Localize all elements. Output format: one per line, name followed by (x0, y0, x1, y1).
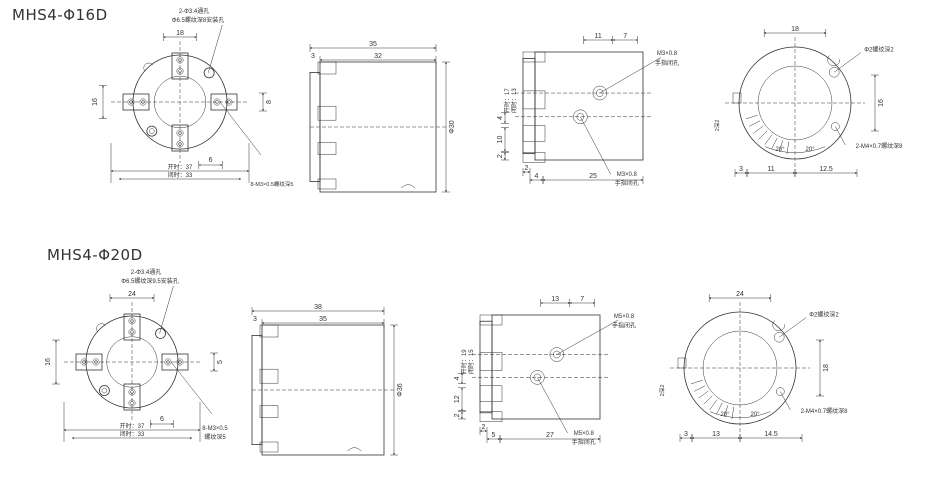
dimension-label: 32 (374, 53, 382, 60)
dimension-label: 10 (497, 135, 504, 143)
dimension-label: 13 (551, 296, 559, 303)
dimension-label: 2 (454, 413, 461, 417)
thread-note: M3×0.8 (617, 172, 638, 178)
dimension-label: 6 (209, 157, 213, 164)
dimension-label: 3 (253, 316, 257, 323)
dimension-label: 2 (482, 424, 486, 431)
dimension-label: Φ36 (397, 383, 404, 396)
stroke-open-label: 开时：37 (168, 163, 193, 171)
dimension-label: 3 (739, 166, 743, 173)
dimension-label: 2深2 (658, 385, 666, 397)
stroke-closed-label: 闭时：33 (120, 430, 145, 438)
dimension-label: 16 (45, 358, 52, 366)
dimension-label: 4 (497, 116, 504, 120)
stroke-open-label: 开时：19 (460, 349, 468, 374)
model-title-top: MHS4-Φ16D (12, 6, 108, 24)
dimension-label: 7 (580, 296, 584, 303)
stroke-open-label: 开时：37 (120, 422, 145, 430)
dimension-label: 2 (497, 154, 504, 158)
thread-note: 手指闭孔 (615, 179, 639, 187)
dimension-label: 18 (823, 364, 830, 372)
dimension-label: 13 (712, 431, 720, 438)
model-title-bottom: MHS4-Φ20D (47, 246, 143, 264)
dimension-label: 2深2 (713, 120, 721, 132)
thread-note: 螺纹深5 (204, 433, 226, 441)
dimension-label: 24 (736, 291, 744, 298)
hole-note: 2-Φ3.4通孔 (179, 7, 209, 15)
dimension-label: 4 (535, 173, 539, 180)
thread-note: 手指闭孔 (612, 321, 636, 329)
stroke-open-label: 开时：17 (503, 88, 511, 113)
thread-note: 8-M3×0.5 (202, 426, 228, 432)
dimension-label: 5 (492, 432, 496, 439)
pin-note: Φ2螺纹深2 (864, 45, 894, 53)
dimension-label: 27 (546, 432, 554, 439)
dimension-label: 8 (266, 100, 273, 104)
thread-note: M3×0.8 (657, 51, 678, 57)
stroke-closed-label: 闭时：33 (168, 171, 193, 179)
dimension-label: 7 (623, 33, 627, 40)
dimension-label: 2 (525, 165, 529, 172)
dimension-label: 18 (176, 30, 184, 37)
angle-label: 20° (720, 412, 730, 418)
thread-note: 手指闭孔 (655, 59, 679, 67)
dimension-label: 11 (595, 33, 602, 40)
thread-note: 手指闭孔 (572, 438, 596, 446)
dimension-label: 5 (217, 360, 224, 364)
thread-note: M5×0.8 (574, 431, 595, 437)
dimension-label: 35 (319, 316, 327, 323)
dimension-label: 3 (684, 431, 688, 438)
dimension-label: 11 (767, 166, 774, 173)
dimension-label: 16 (92, 98, 99, 106)
hole-note: 2-Φ3.4通孔 (131, 268, 161, 276)
dimension-label: Φ30 (449, 120, 456, 133)
thread-note: M5×0.8 (614, 314, 635, 320)
dimension-label: 25 (589, 173, 597, 180)
dimension-label: 24 (128, 291, 136, 298)
angle-label: 20° (775, 147, 785, 153)
stroke-closed-label: 闭时：13 (510, 88, 518, 113)
tap-note: 2-M4×0.7螺纹深8 (801, 407, 849, 415)
hole-note: Φ6.5螺纹深8安装孔 (172, 16, 224, 24)
dimension-label: 38 (314, 304, 322, 311)
dimension-label: 12.5 (819, 166, 833, 173)
dimension-label: 4 (454, 376, 461, 380)
dimension-label: 3 (311, 53, 315, 60)
hole-note: Φ6.5螺纹深9.5安装孔 (121, 277, 178, 285)
stroke-closed-label: 闭时：15 (467, 349, 475, 374)
angle-label: 20° (750, 412, 760, 418)
dimension-label: 6 (160, 416, 164, 423)
thread-note: 8-M3×0.5螺纹深5 (251, 180, 294, 188)
dimension-label: 12 (454, 395, 461, 403)
dimension-label: 16 (878, 99, 885, 107)
angle-label: 20° (805, 147, 815, 153)
pin-note: Φ2螺纹深2 (809, 310, 839, 318)
dimension-label: 35 (369, 41, 377, 48)
dimension-label: 18 (791, 26, 799, 33)
tap-note: 2-M4×0.7螺纹深8 (856, 142, 904, 150)
dimension-label: 14.5 (764, 431, 778, 438)
